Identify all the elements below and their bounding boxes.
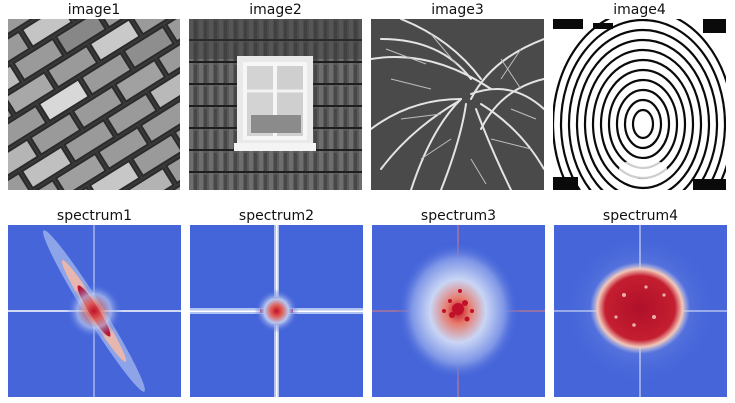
image4-title: image4 [613,2,666,18]
spectrum2-title: spectrum2 [238,208,315,224]
spectrum3-plot [372,225,545,397]
window-image [189,19,362,190]
brick-wall-image [8,19,180,190]
spectrum4-plot [554,225,727,397]
palm-leaf-image [371,19,544,190]
spectrum3-title: spectrum3 [420,208,497,224]
spectrum1-title: spectrum1 [56,208,133,224]
image2-title: image2 [249,2,302,18]
fingerprint-image [553,19,726,190]
spectrum4-title: spectrum4 [602,208,679,224]
image3-title: image3 [431,2,484,18]
spectrum2-plot [190,225,363,397]
spectrum1-plot [8,225,181,397]
image1-title: image1 [67,2,121,18]
